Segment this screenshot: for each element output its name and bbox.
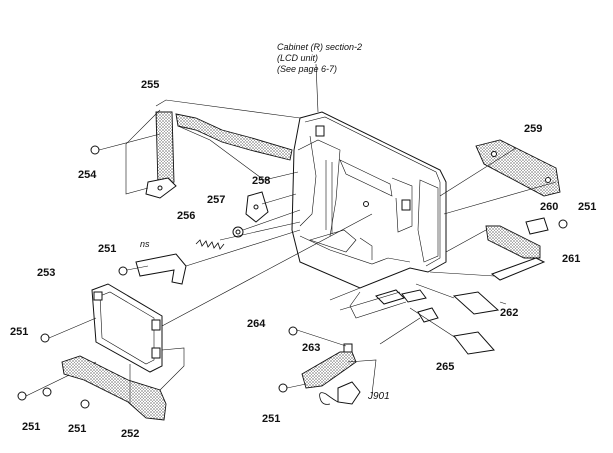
cabinet-note-line1: Cabinet (R) section-2 <box>277 42 362 52</box>
label-260: 260 <box>540 201 558 213</box>
bracket-261 <box>485 225 546 281</box>
flex-cable <box>339 289 439 323</box>
label-251-a: 251 <box>98 243 116 255</box>
part-262 <box>452 291 500 315</box>
ns-label: ns <box>140 239 150 249</box>
part-257 <box>232 226 244 238</box>
bracket-255 <box>145 111 293 199</box>
label-261: 261 <box>562 253 580 265</box>
screw-251-e <box>558 219 568 229</box>
label-251-f: 251 <box>262 413 280 425</box>
label-264: 264 <box>247 318 266 330</box>
label-265: 265 <box>436 361 454 373</box>
label-262: 262 <box>500 307 518 319</box>
label-256: 256 <box>177 210 195 222</box>
screw-251-a <box>118 265 149 276</box>
cabinet-note-line2: (LCD unit) <box>277 53 318 63</box>
label-254: 254 <box>78 169 97 181</box>
cabinet-frame <box>291 111 447 289</box>
bracket-263 <box>301 343 357 389</box>
part-265 <box>453 331 495 355</box>
label-252: 252 <box>121 428 139 440</box>
label-253: 253 <box>37 267 55 279</box>
label-258: 258 <box>252 175 270 187</box>
label-251-d: 251 <box>68 423 86 435</box>
cabinet-note-line3: (See page 6-7) <box>277 64 337 74</box>
label-251-e: 251 <box>578 201 596 213</box>
bracket-258 <box>245 191 269 223</box>
label-259: 259 <box>524 123 542 135</box>
label-251-c: 251 <box>22 421 40 433</box>
screw-264 <box>288 326 347 347</box>
connector-j901 <box>319 381 361 405</box>
label-251-b: 251 <box>10 326 28 338</box>
part-260 <box>525 217 549 235</box>
label-255: 255 <box>141 79 159 91</box>
screw-254 <box>90 133 161 155</box>
label-j901: J901 <box>367 391 390 402</box>
label-263: 263 <box>302 342 320 354</box>
screw-251-f <box>278 383 307 393</box>
screw-251-c <box>17 361 97 401</box>
ns-bracket <box>135 253 187 285</box>
screw-251-d <box>80 399 90 409</box>
spring-256 <box>195 239 225 250</box>
bracket-252 <box>61 355 167 421</box>
label-257: 257 <box>207 194 225 206</box>
bracket-259 <box>475 139 561 197</box>
screw-251-b <box>40 317 97 343</box>
leader-lines <box>125 63 557 395</box>
frame-253 <box>91 283 163 373</box>
